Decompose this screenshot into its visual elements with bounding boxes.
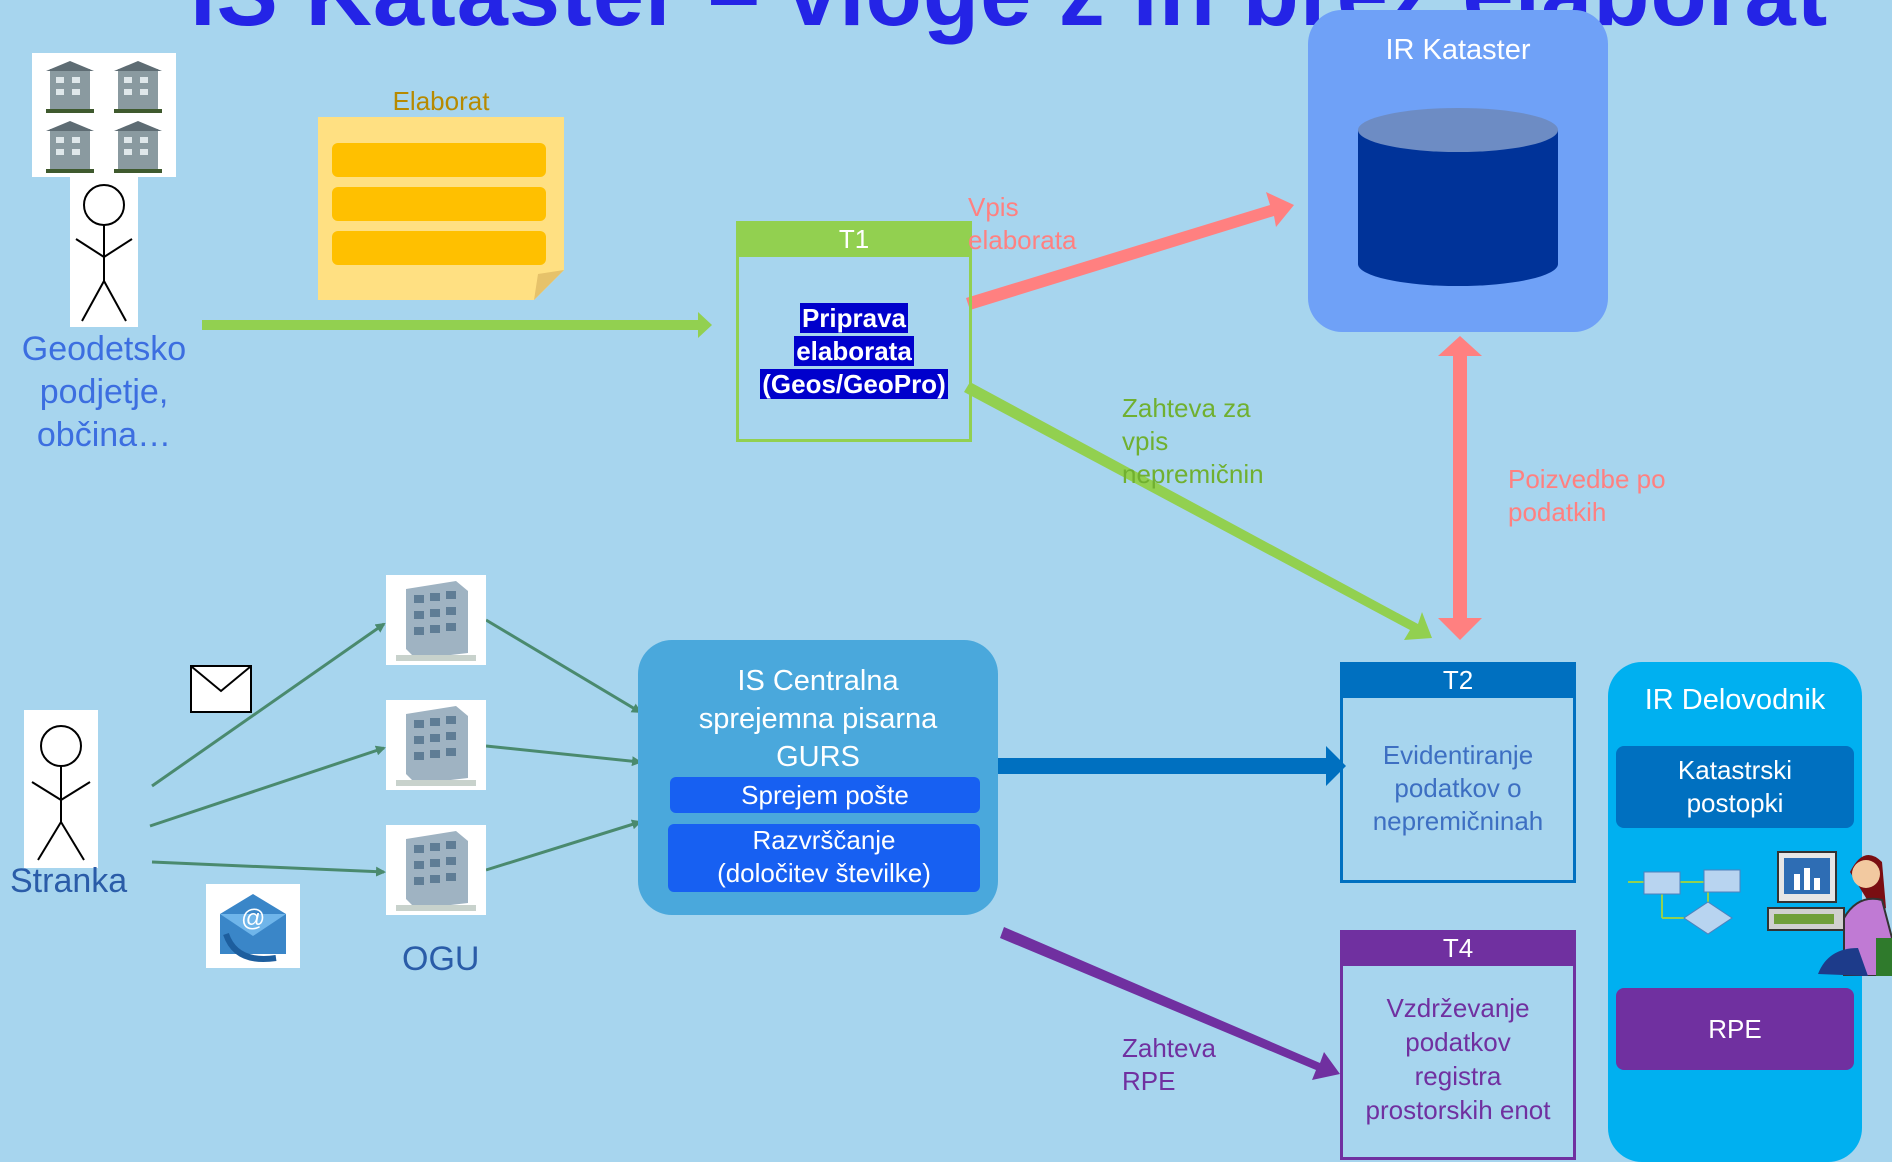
database-icon (1358, 108, 1558, 286)
vpis-elaborata-label: Vpis elaborata (968, 191, 1076, 257)
geodetsko-line-3: občina… (36, 416, 172, 454)
is-centralna-title: IS Centralna sprejemna pisarna GURS (638, 662, 998, 776)
is-centralna-line-1: IS Centralna (737, 665, 899, 697)
arrow-is-to-t2 (998, 746, 1346, 786)
zahteva-rpe-line-1: Zahteva (1122, 1033, 1216, 1063)
arrow-poizvedbe (1438, 336, 1482, 640)
t1-line-1: Priprava (799, 303, 909, 333)
zahteva-rpe-label: Zahteva RPE (1122, 1032, 1216, 1098)
geodetsko-line-2: podjetje, (39, 373, 169, 411)
katastrski-postopki-box: Katastrski postopki (1616, 746, 1854, 828)
rpe-label: RPE (1708, 1014, 1762, 1044)
arrow-vpis-elaborata (966, 192, 1294, 310)
email-icon: @ (206, 884, 300, 968)
ogu-building-icon-1 (386, 575, 486, 665)
razvrscanje-line-2: (določitev številke) (717, 858, 931, 888)
worker-computer-icon (1767, 851, 1892, 976)
arrows-stranka-ogu (149, 618, 642, 877)
poizvedbe-label: Poizvedbe po podatkih (1508, 463, 1666, 529)
ir-delovodnik-label: IR Delovodnik (1644, 684, 1826, 716)
katastrski-line-1: Katastrski (1677, 755, 1793, 785)
elaborat-document-icon (318, 117, 564, 300)
t2-line-2: podatkov o (1394, 773, 1522, 803)
vpis-line-2: elaborata (968, 225, 1077, 255)
t1-text: Priprava elaborata (Geos/GeoPro) (739, 302, 969, 401)
elaborat-label: Elaborat (392, 86, 490, 116)
t2-tag: T2 (1442, 665, 1474, 695)
t4-box: T4 Vzdrževanje podatkov registra prostor… (1340, 930, 1576, 1160)
sprejem-poste-label: Sprejem pošte (741, 780, 909, 810)
poizvedbe-line-2: podatkih (1508, 497, 1607, 527)
workflow-icon (1628, 869, 1741, 935)
t1-box: T1 Priprava elaborata (Geos/GeoPro) (736, 221, 972, 442)
buildings-icon (32, 53, 176, 177)
geodetsko-label: Geodetsko podjetje, občina… (0, 328, 208, 457)
t4-line-4: prostorskih enot (1365, 1095, 1551, 1125)
poizvedbe-line-1: Poizvedbe po (1508, 464, 1666, 494)
person-icon-geodetsko (70, 177, 138, 327)
zahteva-vpis-line-3: nepremičnin (1122, 459, 1264, 489)
t2-box: T2 Evidentiranje podatkov o nepremičnina… (1340, 662, 1576, 883)
ogu-label: OGU (402, 940, 480, 978)
ogu-building-icon-3 (386, 825, 486, 915)
t4-text: Vzdrževanje podatkov registra prostorski… (1343, 991, 1573, 1127)
sprejem-poste-box: Sprejem pošte (670, 777, 980, 813)
is-centralna-box: IS Centralna sprejemna pisarna GURS Spre… (638, 640, 998, 915)
ogu-building-icon-2 (386, 700, 486, 790)
arrow-zahteva-vpis (964, 382, 1432, 640)
razvrscanje-box: Razvrščanje (določitev številke) (668, 824, 980, 892)
stranka-label: Stranka (10, 862, 128, 900)
rpe-box: RPE (1616, 988, 1854, 1070)
razvrscanje-line-1: Razvrščanje (752, 825, 896, 855)
zahteva-vpis-label: Zahteva za vpis nepremičnin (1122, 392, 1264, 491)
t2-text: Evidentiranje podatkov o nepremičninah (1343, 739, 1573, 838)
t1-line-3: (Geos/GeoPro) (760, 369, 948, 399)
arrow-zahteva-rpe (1000, 927, 1340, 1080)
geodetsko-line-1: Geodetsko (21, 330, 187, 368)
svg-text:@: @ (241, 905, 265, 932)
zahteva-vpis-line-2: vpis (1122, 426, 1169, 456)
arrow-geodetsko-to-t1 (202, 312, 712, 338)
t1-header: T1 (736, 221, 972, 257)
t2-header: T2 (1340, 662, 1576, 698)
zahteva-vpis-line-1: Zahteva za (1122, 393, 1251, 423)
envelope-icon (190, 665, 252, 713)
t4-line-2: podatkov (1405, 1027, 1511, 1057)
t4-line-1: Vzdrževanje (1386, 993, 1530, 1023)
t2-line-3: nepremičninah (1372, 806, 1544, 836)
is-centralna-line-3: GURS (776, 741, 860, 773)
t2-line-1: Evidentiranje (1382, 740, 1534, 770)
vpis-line-1: Vpis (968, 192, 1019, 222)
zahteva-rpe-line-2: RPE (1122, 1066, 1176, 1096)
t4-tag: T4 (1442, 933, 1474, 963)
is-centralna-line-2: sprejemna pisarna (698, 703, 938, 735)
ir-kataster-label: IR Kataster (1385, 34, 1531, 66)
ir-kataster-box: IR Kataster (1308, 10, 1608, 332)
person-icon-stranka (24, 710, 98, 868)
t4-line-3: registra (1414, 1061, 1502, 1091)
t4-header: T4 (1340, 930, 1576, 966)
katastrski-line-2: postopki (1686, 788, 1784, 818)
t1-line-2: elaborata (794, 336, 914, 366)
t1-tag: T1 (838, 224, 870, 254)
